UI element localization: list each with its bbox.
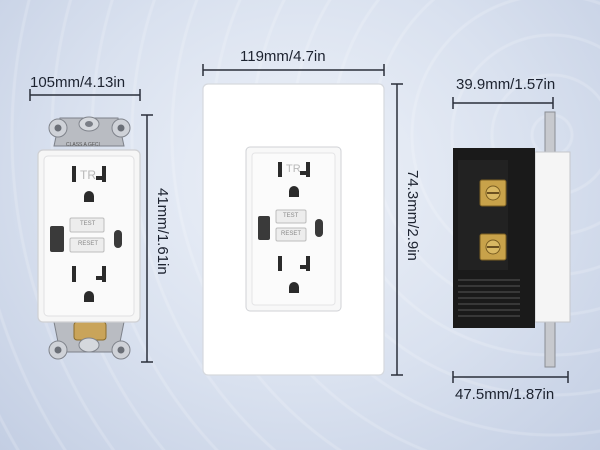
- plate-width-label: 119mm/4.7in: [240, 48, 326, 65]
- outlet-class-label: CLASS A GFCI: [66, 142, 100, 148]
- side-depth-top-label: 39.9mm/1.57in: [456, 76, 556, 93]
- wall-plate-outlet: [202, 83, 385, 376]
- plate-height-label: 74.3mm/2.9in: [404, 170, 421, 261]
- outlet-test-label: TEST: [80, 221, 96, 227]
- plate-tr-label: TR: [286, 163, 301, 175]
- plate-reset-label: RESET: [281, 231, 302, 237]
- side-depth-bottom-label: 47.5mm/1.87in: [455, 386, 555, 403]
- outlet-tr-label: TR: [80, 168, 96, 182]
- side-profile: [453, 111, 571, 368]
- outlet-height-label: 41mm/1.61in: [154, 188, 171, 275]
- outlet-reset-label: RESET: [78, 241, 99, 247]
- outlet-width-label: 105mm/4.13in: [30, 74, 126, 91]
- plate-test-label: TEST: [283, 213, 299, 219]
- bare-outlet: [37, 116, 141, 360]
- dimension-lines: [29, 64, 569, 383]
